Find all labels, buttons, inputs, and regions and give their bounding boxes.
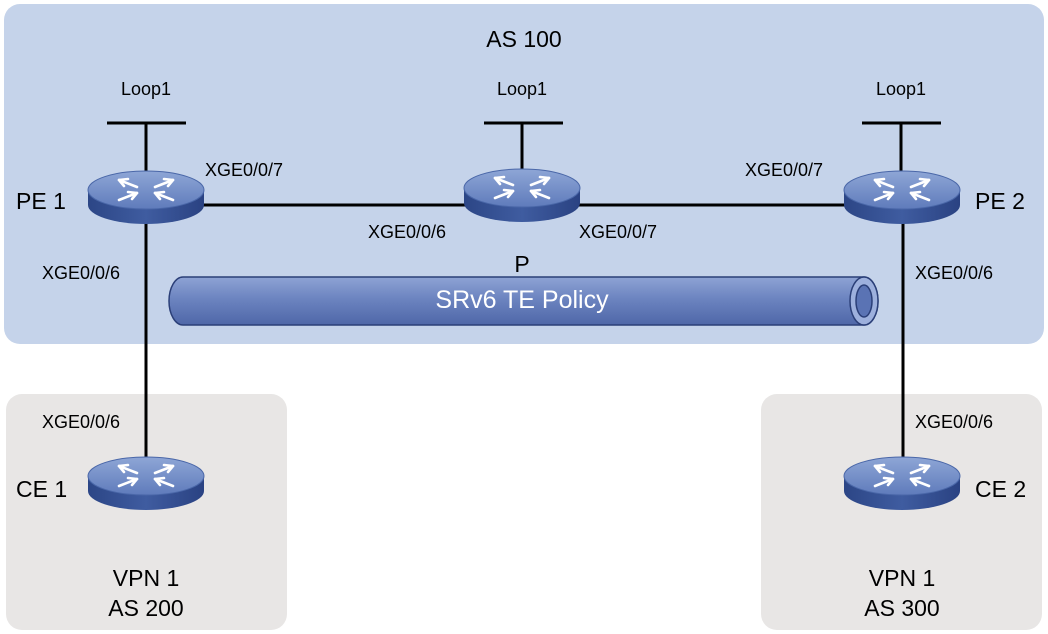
router-pe1-icon	[86, 169, 206, 226]
loopback-p	[484, 121, 563, 176]
router-ce1-icon	[86, 455, 206, 512]
router-ce2-icon	[842, 455, 962, 512]
loopback-pe1	[107, 121, 186, 178]
router-pe2-icon	[842, 169, 962, 226]
srv6-te-policy-tunnel	[168, 276, 879, 326]
router-p-icon	[462, 167, 582, 224]
site1-zone	[6, 394, 287, 630]
loopback-pe2	[862, 121, 941, 178]
site2-zone	[761, 394, 1042, 630]
